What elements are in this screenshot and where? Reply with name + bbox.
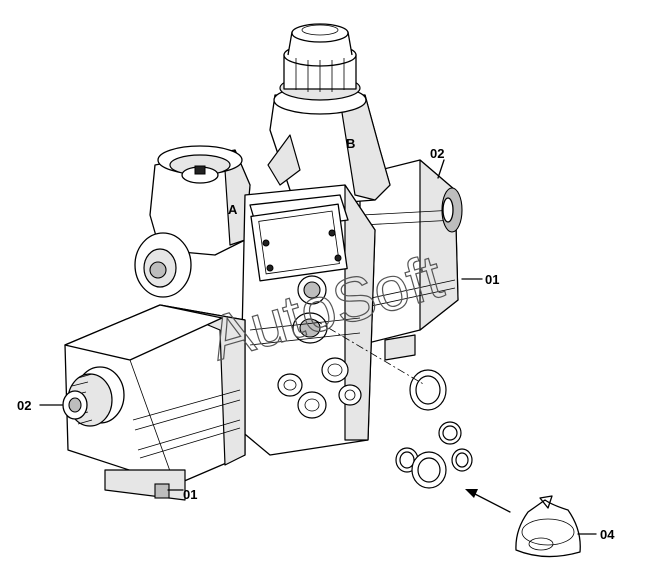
port-a-label: A bbox=[228, 202, 238, 217]
seal-kit-bag bbox=[515, 495, 581, 558]
front-solenoid bbox=[64, 304, 246, 501]
leader-lines bbox=[39, 159, 597, 535]
kit-arrow bbox=[465, 489, 511, 513]
port-a-fitting: A bbox=[149, 145, 251, 256]
port-b-label: B bbox=[346, 136, 355, 151]
callout-02-left: 02 bbox=[17, 398, 31, 413]
callout-01-bottom: 01 bbox=[183, 487, 197, 502]
seal-rings bbox=[395, 369, 473, 489]
callout-01-right: 01 bbox=[485, 272, 499, 287]
valve-body bbox=[134, 184, 376, 456]
callout-02-top: 02 bbox=[430, 146, 444, 161]
callout-04: 04 bbox=[600, 527, 615, 542]
manual-override-knob bbox=[62, 366, 125, 427]
port-b-fitting: B bbox=[267, 23, 391, 206]
explosion-axis bbox=[314, 319, 426, 386]
rear-solenoid-block bbox=[359, 159, 463, 361]
